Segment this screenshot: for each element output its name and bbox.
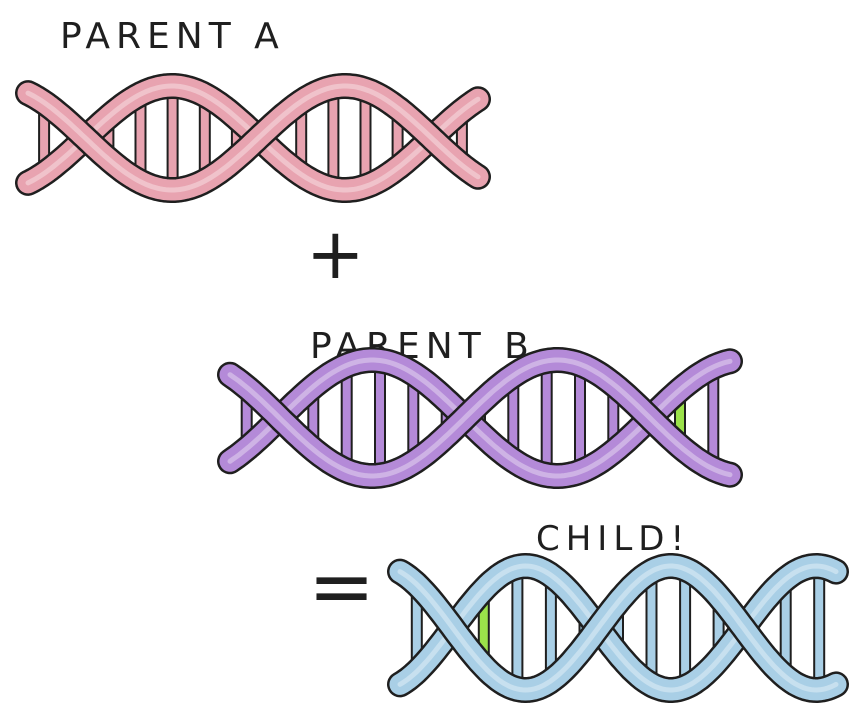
base-pair <box>542 361 552 475</box>
parent-a-label: PARENT A <box>60 16 285 57</box>
base-pair <box>575 364 585 472</box>
base-pair <box>680 569 690 687</box>
base-pair <box>512 567 522 689</box>
base-pair <box>328 87 338 189</box>
child-dna-helix <box>400 566 836 690</box>
base-pair <box>375 361 385 476</box>
child-label: CHILD! <box>536 519 690 559</box>
base-pair <box>814 566 824 690</box>
equals-sign: = <box>308 540 381 633</box>
base-pair <box>168 86 178 190</box>
parent-b-dna-helix <box>230 360 730 476</box>
plus-sign: + <box>306 213 371 295</box>
parent-a-dna-helix <box>28 86 478 190</box>
